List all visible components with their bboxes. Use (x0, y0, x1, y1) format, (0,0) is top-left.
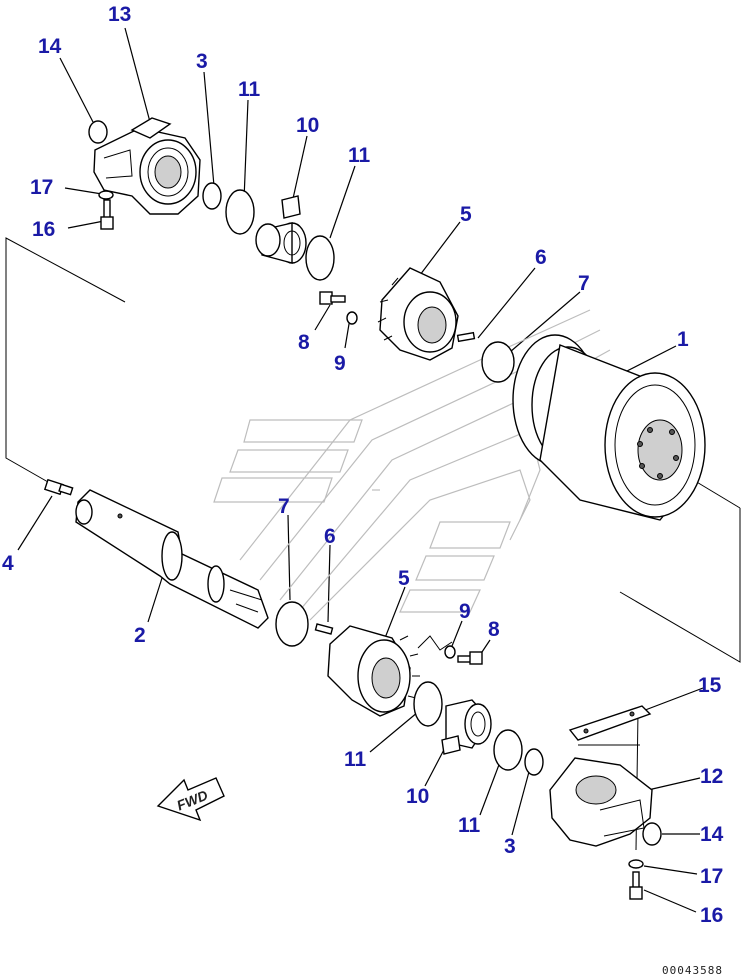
washer-17-upper (98, 190, 114, 200)
callout-12: 12 (700, 765, 723, 788)
o-ring-7-lower (275, 601, 309, 647)
pin-6-lower (314, 623, 334, 635)
leader-lines (17, 27, 704, 913)
callout-14-upper: 14 (38, 35, 62, 58)
callout-3-upper: 3 (196, 50, 208, 73)
plug-4 (43, 478, 74, 496)
washer-17-lower (628, 859, 644, 869)
callout-17-upper: 17 (30, 176, 53, 199)
callout-2: 2 (134, 624, 146, 647)
callout-13-upper: 13 (108, 3, 131, 26)
callout-7-lower: 7 (278, 495, 290, 518)
seal-10-upper (255, 195, 307, 264)
ring-14-lower (642, 822, 662, 846)
callout-6-lower: 6 (324, 525, 336, 548)
seal-10-lower (441, 699, 492, 755)
document-number: 00043588 (662, 964, 723, 977)
collar-12-lower (549, 757, 653, 847)
bolt-8-upper (319, 291, 346, 305)
callout-8-lower: 8 (488, 618, 500, 641)
pin-6-upper (456, 331, 476, 343)
callout-11-upper-b: 11 (348, 144, 371, 167)
callout-3-lower: 3 (504, 835, 516, 858)
plate-15 (568, 705, 652, 741)
o-ring-11-lower-a (413, 681, 443, 727)
o-ring-3-upper (202, 182, 222, 210)
o-ring-7-upper (481, 341, 515, 383)
callout-14-lower: 14 (700, 823, 724, 846)
callout-16-lower: 16 (700, 904, 723, 927)
callout-7-upper: 7 (578, 272, 590, 295)
callout-10-upper: 10 (296, 114, 319, 137)
callout-11-upper-a: 11 (238, 78, 261, 101)
callout-9-lower: 9 (459, 600, 471, 623)
o-ring-11-lower-b (493, 729, 523, 771)
bolt-16-lower (629, 871, 643, 900)
callout-8-upper: 8 (298, 331, 310, 354)
washer-9-upper (346, 311, 358, 325)
washer-9-lower (444, 645, 456, 659)
hub-5-upper (377, 267, 459, 361)
callout-9-upper: 9 (334, 352, 346, 375)
o-ring-11-upper-b (305, 235, 335, 281)
callout-labels: 13 14 3 11 10 11 17 16 5 6 7 8 9 1 4 7 6… (2, 3, 724, 927)
o-ring-11-upper-a (225, 189, 255, 235)
callout-11-lower-b: 11 (458, 814, 481, 837)
callout-16-upper: 16 (32, 218, 55, 241)
callout-1: 1 (677, 328, 689, 351)
collar-13-upper (93, 117, 201, 215)
hub-5-lower (327, 625, 420, 717)
roller-1 (512, 334, 706, 521)
shaft-2 (75, 489, 269, 629)
ring-14-upper (88, 120, 108, 144)
callout-11-lower-a: 11 (344, 748, 367, 771)
callout-6-upper: 6 (535, 246, 547, 269)
bolt-8-lower (457, 651, 483, 665)
fwd-arrow: FWD (156, 777, 225, 822)
callout-15: 15 (698, 674, 722, 697)
callout-10-lower: 10 (406, 785, 429, 808)
callout-17-lower: 17 (700, 865, 723, 888)
callout-4: 4 (2, 552, 14, 575)
bolt-16-upper (100, 199, 114, 230)
o-ring-3-lower (524, 748, 544, 776)
callout-5-lower: 5 (398, 567, 410, 590)
callout-5-upper: 5 (460, 203, 472, 226)
